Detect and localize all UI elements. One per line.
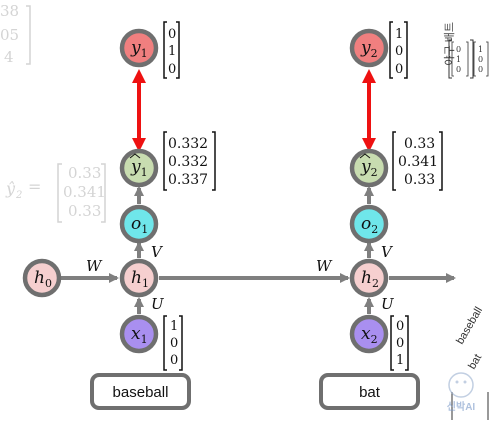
weight-label-u: U (151, 295, 165, 313)
word-label: bat (359, 384, 381, 401)
node-label-yhat2: y2 (360, 157, 378, 179)
svg-text:1: 1 (456, 55, 461, 64)
svg-text:0: 0 (478, 65, 483, 74)
node-o2 (349, 204, 389, 244)
node-h1 (119, 258, 159, 298)
node-label-h1: h1 (131, 268, 149, 290)
loss-arrows (132, 69, 376, 152)
node-h0 (22, 258, 62, 298)
vector-value: 0.33 (404, 172, 435, 188)
svg-text:2: 2 (15, 190, 22, 201)
weight-label-v: V (151, 243, 164, 261)
vector-value: 0 (395, 62, 403, 77)
faded-bracket (26, 5, 31, 65)
vector-value: 0 (168, 62, 176, 77)
vector-value: 0 (170, 336, 178, 351)
vector-value: 0 (168, 27, 176, 42)
svg-text:1: 1 (478, 45, 483, 54)
word-box-baseball: baseball (90, 373, 191, 410)
word-box-bat: bat (319, 373, 420, 410)
node-label-yhat1: y1 (130, 157, 148, 179)
faded-bracket-right (101, 163, 106, 223)
vector-value: 1 (168, 44, 176, 59)
node-o1 (119, 204, 159, 244)
node-yhat2 (349, 148, 389, 188)
node-y2 (349, 28, 389, 68)
watermark-text: 신박AI (447, 400, 476, 413)
svg-text:baseball: baseball (454, 305, 485, 346)
node-label-h0: h0 (34, 268, 52, 290)
node-label-x2: x2 (361, 324, 378, 346)
svg-text:0: 0 (478, 55, 483, 64)
edges (59, 186, 456, 314)
node-x2 (349, 314, 389, 354)
vector-value: 1 (395, 27, 403, 42)
weight-label-v: V (381, 243, 394, 261)
node-label-y2: y2 (360, 38, 378, 60)
vector-value: 0.33 (404, 136, 435, 152)
vector-y1: 0 1 0 (163, 21, 180, 79)
word-label: baseball (113, 384, 169, 401)
vector-yhat1: 0.332 0.332 0.337 (163, 131, 216, 191)
svg-text:0: 0 (456, 45, 461, 54)
faded-vocabulary-matrix: 야구 배트 0 1 0 1 0 0 (443, 22, 489, 79)
faded-matrix-label: ŷ (5, 179, 16, 198)
node-labels: y1 y2 y1 y2 o1 o2 h0 h1 h2 x1 x2 (34, 38, 379, 346)
weight-label-u: U (381, 295, 395, 313)
faded-matrix-value: 0.33 (68, 164, 101, 182)
faded-number: 05 (0, 26, 19, 44)
node-label-x1: x1 (131, 324, 148, 346)
weight-label-w: W (316, 257, 333, 275)
vector-value: 1 (170, 319, 178, 334)
svg-text:=: = (28, 177, 41, 196)
nodes (22, 28, 389, 354)
node-x1 (119, 314, 159, 354)
faded-matrix-value: 0.341 (63, 183, 106, 201)
faded-number: 4 (4, 48, 14, 66)
node-label-o2: o2 (361, 214, 378, 236)
edge-labels: W W V V U U (86, 243, 395, 313)
vector-value: 0.337 (168, 172, 208, 188)
vector-value: 0.341 (398, 154, 438, 170)
node-label-y1: y1 (130, 38, 148, 60)
faded-left-matrix: ŷ 2 = 0.33 0.341 0.33 (5, 163, 106, 223)
node-y1 (119, 28, 159, 68)
vector-value: 0 (396, 319, 404, 334)
faded-top-left-numbers: 38 05 4 (0, 2, 31, 66)
node-yhat1 (119, 148, 159, 188)
svg-text:0: 0 (456, 65, 461, 74)
node-h2 (349, 258, 389, 298)
node-label-h2: h2 (361, 268, 379, 290)
vector-x2: 0 0 1 (390, 315, 409, 371)
vector-value: 1 (396, 353, 404, 368)
svg-text:bat: bat (466, 352, 484, 371)
faded-bracket-left (57, 163, 62, 223)
weight-label-w: W (86, 257, 103, 275)
vector-x1: 1 0 0 (163, 315, 183, 371)
vector-value: 0 (395, 44, 403, 59)
vector-y2: 1 0 0 (389, 21, 408, 79)
vector-value: 0 (170, 353, 178, 368)
vector-yhat2: 0.33 0.341 0.33 (392, 131, 443, 191)
node-label-o1: o1 (131, 214, 148, 236)
vector-value: 0.332 (168, 154, 208, 170)
watermark-logo: 신박AI (447, 372, 476, 413)
vector-value: 0.332 (168, 136, 208, 152)
faded-number: 38 (0, 2, 19, 20)
watermark-face-icon (448, 372, 474, 398)
faded-matrix-value: 0.33 (68, 202, 101, 220)
vector-value: 0 (396, 336, 404, 351)
